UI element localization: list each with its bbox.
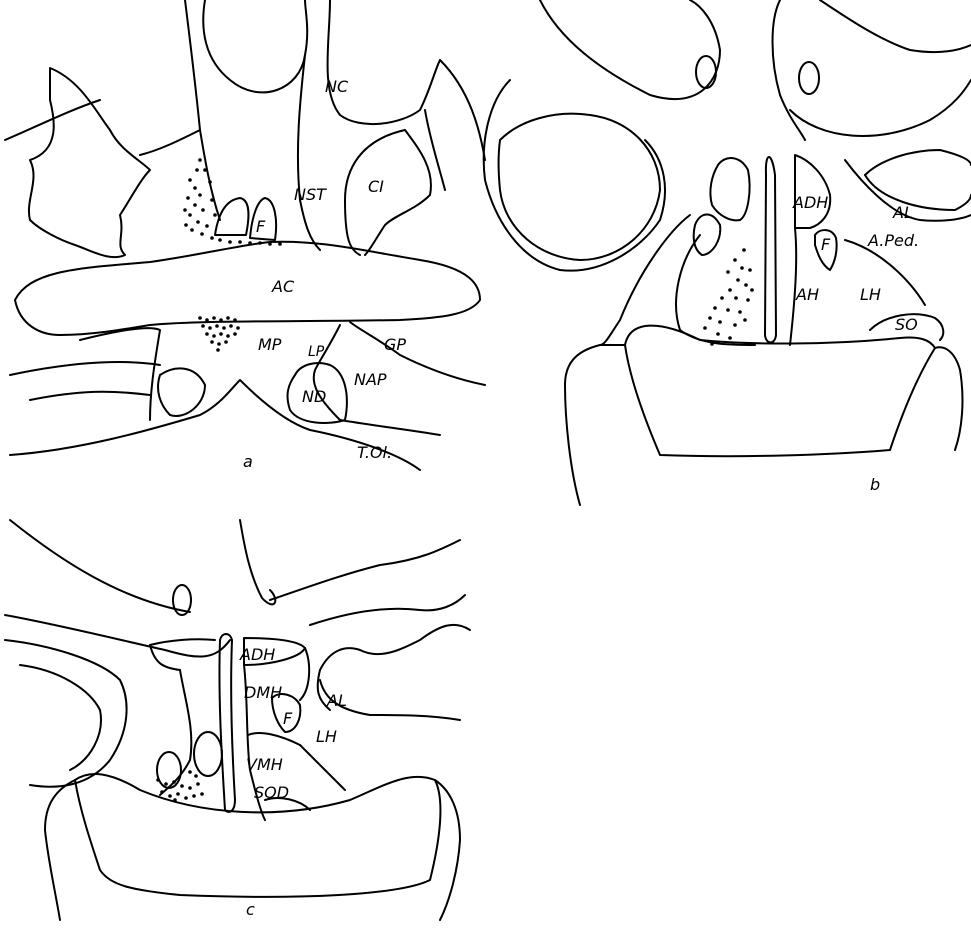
label-nap-a: NAP bbox=[354, 370, 387, 389]
third-ventricle-b bbox=[765, 157, 776, 343]
label-al-b: AL bbox=[892, 203, 913, 222]
panel-letter-b: b bbox=[870, 475, 880, 494]
upper-left-lobe-b bbox=[540, 0, 720, 99]
lower-left-contour2-a bbox=[30, 392, 150, 400]
left-stalk-c bbox=[45, 780, 75, 920]
right-capsule-c bbox=[310, 595, 465, 625]
label-ci-a: CI bbox=[368, 177, 384, 196]
nc-outline-a bbox=[328, 0, 441, 124]
label-lh-c: LH bbox=[316, 727, 337, 746]
panel-c: ADH DMH AL F LH VMH SOD c bbox=[5, 520, 470, 920]
left-lobe-inner-b bbox=[499, 114, 661, 260]
left-lobe-top-c bbox=[5, 615, 230, 657]
label-adh-b: ADH bbox=[792, 193, 828, 212]
label-aped-b: A.Ped. bbox=[867, 231, 919, 250]
lower-left-contour-a bbox=[10, 362, 160, 375]
left-small-region-c bbox=[150, 645, 180, 670]
label-f-a: F bbox=[256, 217, 266, 236]
adh-left-nucleus-b bbox=[710, 158, 749, 220]
label-dmh-c: DMH bbox=[244, 683, 282, 702]
label-al-c: AL bbox=[326, 691, 347, 710]
label-f-b: F bbox=[821, 235, 831, 254]
left-cortex-outline-a bbox=[29, 68, 150, 257]
ventricle-lumen-a bbox=[203, 0, 307, 92]
mp-left-border-a bbox=[80, 328, 160, 420]
label-tol-a: T.Ol. bbox=[357, 443, 392, 462]
left-lobe-outer-b bbox=[484, 80, 665, 271]
al-outline-bottom-b bbox=[865, 175, 971, 210]
optic-chiasm-b bbox=[625, 326, 935, 457]
capsule-line-a bbox=[140, 130, 200, 155]
anterior-commissure-a bbox=[15, 242, 480, 335]
ventricle-right-c bbox=[240, 520, 275, 604]
label-nd-a: ND bbox=[302, 387, 326, 406]
left-ventricle-wall-a bbox=[185, 0, 220, 220]
label-sod-c: SOD bbox=[254, 783, 289, 802]
label-gp-a: GP bbox=[384, 335, 406, 354]
nst-left-border-a bbox=[298, 55, 320, 250]
panel-letter-a: a bbox=[243, 452, 253, 471]
right-stalk-c bbox=[435, 780, 460, 920]
right-stalk-b bbox=[935, 347, 962, 450]
tol-line-a bbox=[340, 420, 440, 435]
label-mp-a: MP bbox=[258, 335, 282, 354]
label-vmh-c: VMH bbox=[246, 755, 283, 774]
label-lp-a: LP bbox=[308, 344, 325, 360]
panel-letter-c: c bbox=[246, 900, 255, 919]
small-nucleus-left-b bbox=[694, 214, 721, 255]
lh-border-c bbox=[300, 745, 345, 790]
right-upper-b bbox=[820, 0, 971, 52]
upper-left-contour-c bbox=[10, 520, 190, 612]
al-upper-c bbox=[320, 625, 470, 670]
al-outline-top-b bbox=[865, 150, 971, 175]
label-f-c: F bbox=[283, 709, 293, 728]
label-ac-a: AC bbox=[271, 277, 295, 296]
cell-dots-b bbox=[703, 248, 754, 346]
label-lh-b: LH bbox=[860, 285, 881, 304]
cell-dots-upper-a bbox=[183, 158, 282, 246]
upper-right-contour-c bbox=[270, 540, 460, 600]
vmh-top-c bbox=[248, 733, 300, 745]
left-upper-region-c bbox=[150, 639, 215, 645]
left-inner-region-c bbox=[160, 670, 191, 795]
left-lobe-inner-c bbox=[20, 665, 101, 770]
adh-right-b bbox=[795, 155, 830, 228]
panel-a: NC NST CI F AC MP LP GP ND NAP T.Ol. a bbox=[5, 0, 485, 471]
small-nucleus-a bbox=[158, 368, 205, 416]
label-nc-a: NC bbox=[325, 77, 349, 96]
label-ah-b: AH bbox=[795, 285, 819, 304]
left-nucleus-c bbox=[157, 752, 181, 788]
third-ventricle-c bbox=[219, 634, 235, 812]
label-nst-a: NST bbox=[294, 185, 327, 204]
right-cortex-outer-a bbox=[440, 60, 485, 160]
right-sulcus-a bbox=[425, 110, 445, 190]
ventricle-left-b bbox=[696, 56, 716, 88]
ventricle-right-b bbox=[799, 62, 819, 94]
left-lobe-outline-c bbox=[5, 640, 127, 787]
dmh-right-border-c bbox=[300, 648, 309, 700]
label-adh-c: ADH bbox=[239, 645, 275, 664]
panel-b: ADH AL F A.Ped. AH LH SO b bbox=[484, 0, 971, 505]
fornix-left-a bbox=[215, 198, 248, 235]
gp-lower-border-a bbox=[400, 355, 485, 385]
left-oval-c bbox=[194, 732, 222, 776]
left-stalk-b bbox=[565, 345, 600, 505]
label-so-b: SO bbox=[895, 315, 918, 334]
